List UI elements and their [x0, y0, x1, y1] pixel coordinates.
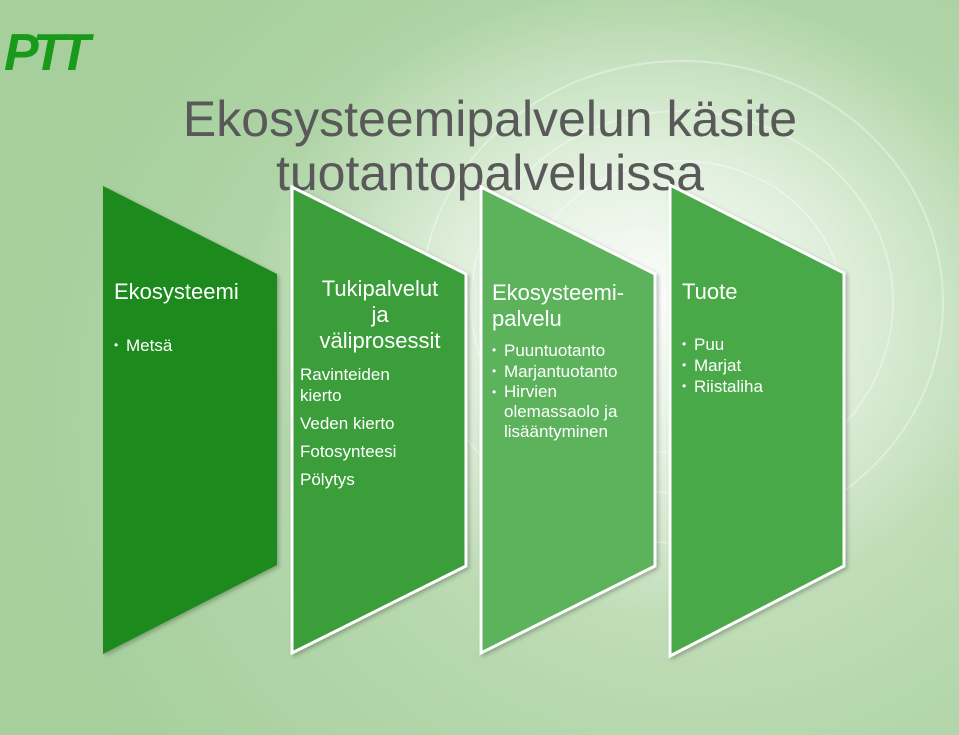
panel-tukipalvelut: Tukipalvelut ja väliprosessit Ravinteide… — [300, 276, 460, 497]
panel-4-shape — [668, 182, 846, 659]
panel-plain-list: Ravinteiden kierto Veden kierto Fotosynt… — [300, 364, 460, 490]
list-item: •Puuntuotanto — [492, 341, 606, 360]
list-item: •Riistaliha — [682, 377, 763, 396]
ptt-logo: PTT — [4, 24, 100, 72]
list-item: Veden kierto — [300, 414, 395, 433]
list-item: •Puu — [682, 335, 725, 354]
panel-tuote: Tuote •Puu •Marjat •Riistaliha — [682, 279, 837, 397]
panel-bullet-list: •Puuntuotanto •Marjantuotanto •Hirvien o… — [492, 340, 652, 442]
title-line-1: Ekosysteemipalvelun käsite — [182, 90, 798, 147]
panel-heading: Ekosysteemi — [114, 279, 239, 304]
list-item: •Hirvien olemassaolo ja lisääntyminen — [492, 382, 618, 441]
list-item: Ravinteiden kierto — [300, 365, 390, 405]
list-item: Pölytys — [300, 470, 355, 489]
list-item: •Marjat — [682, 356, 742, 375]
list-item: •Metsä — [114, 336, 173, 355]
panel-1-shape — [103, 186, 277, 654]
panel-2-shape — [290, 184, 468, 656]
panel-heading: Tuote — [682, 279, 738, 304]
panel-heading: Tukipalvelut ja väliprosessit — [319, 276, 441, 353]
list-item: Fotosynteesi — [300, 442, 397, 461]
panel-heading: Ekosysteemi- palvelu — [492, 280, 625, 331]
panel-bullet-list: •Puu •Marjat •Riistaliha — [682, 334, 837, 397]
panel-3-shape — [479, 184, 657, 656]
panel-bullet-list: •Metsä — [114, 335, 274, 356]
panel-ekosysteemipalvelu: Ekosysteemi- palvelu •Puuntuotanto •Marj… — [492, 280, 652, 442]
panel-ekosysteemi: Ekosysteemi •Metsä — [114, 279, 274, 356]
list-item: •Marjantuotanto — [492, 362, 618, 381]
